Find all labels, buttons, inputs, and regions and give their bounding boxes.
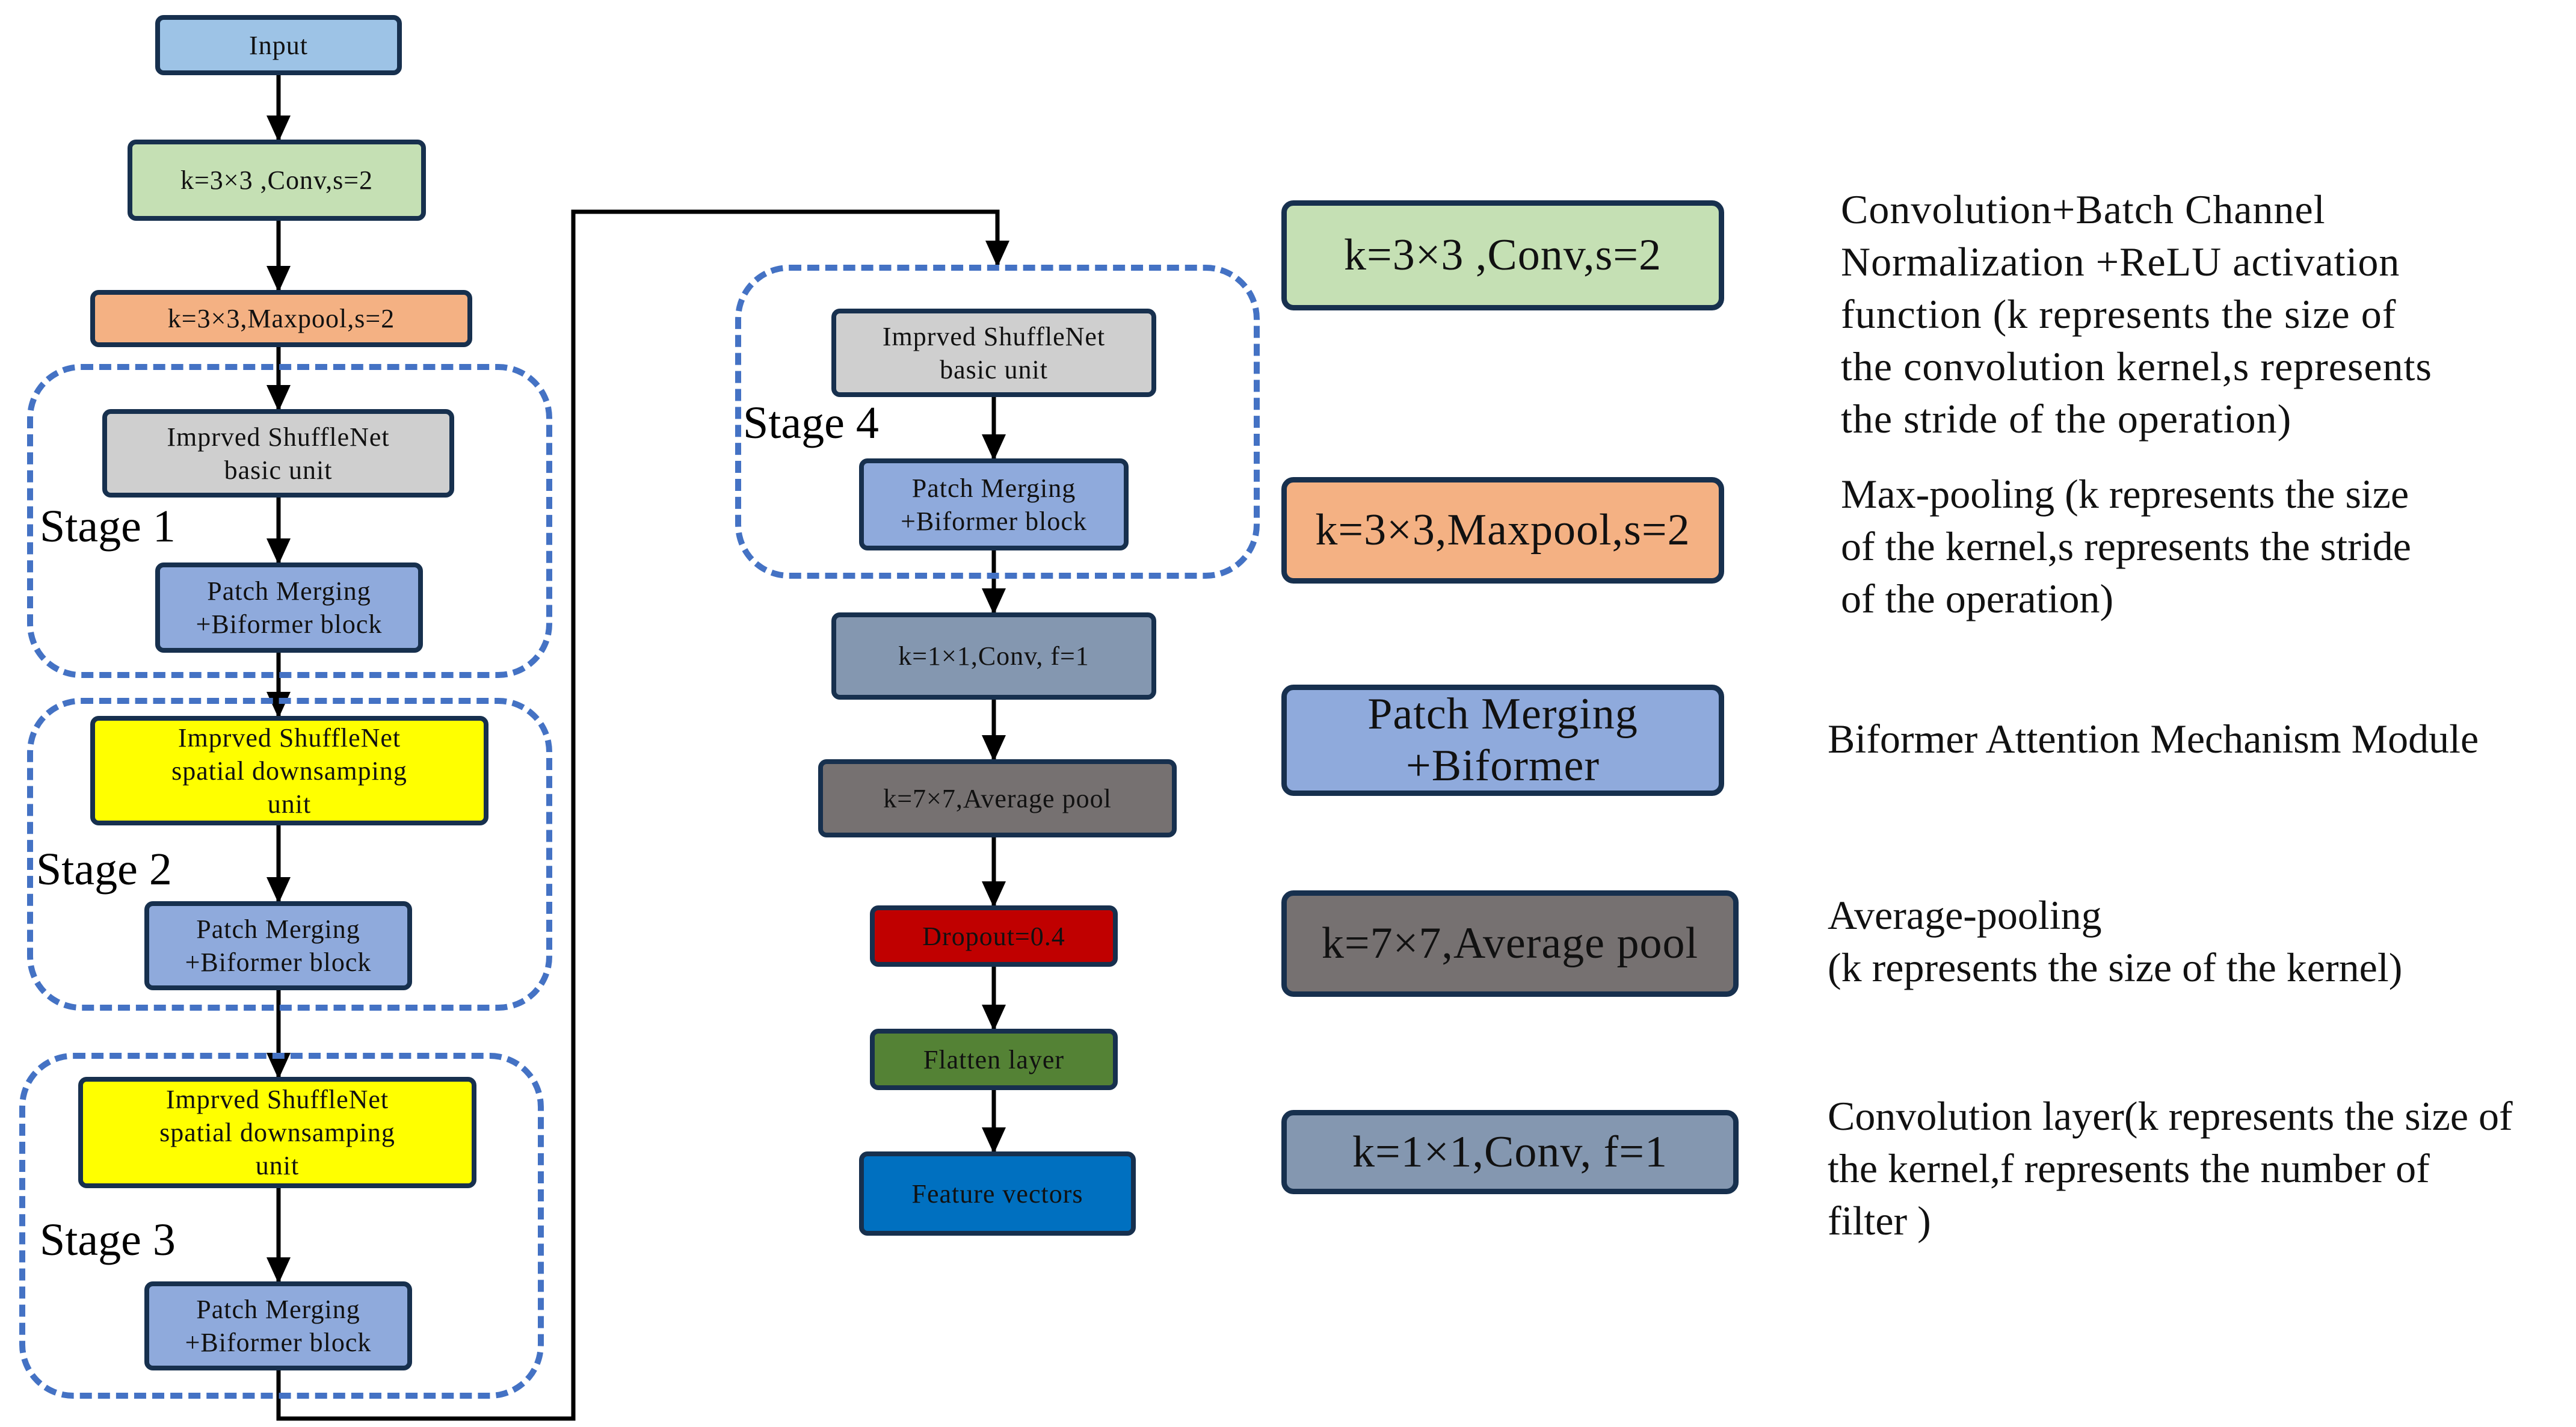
legend-patch-box: Patch Merging +Biformer (1281, 685, 1724, 796)
stage1-frame (27, 364, 552, 678)
dropout-node: Dropout=0.4 (870, 905, 1118, 967)
feature-vectors-node: Feature vectors (859, 1151, 1136, 1236)
avgpool-node: k=7×7,Average pool (818, 759, 1177, 837)
stage4-shufflenet-unit: Imprved ShuffleNet basic unit (831, 309, 1156, 397)
flatten-node: Flatten layer (870, 1029, 1118, 1090)
stage1-label: Stage 1 (40, 501, 176, 552)
legend-conv-desc: Convolution+Batch Channel Normalization … (1841, 186, 2432, 442)
stage3-shufflenet-downsampling: Imprved ShuffleNet spatial downsamping u… (78, 1077, 476, 1188)
stage1-shufflenet-unit: Imprved ShuffleNet basic unit (102, 409, 454, 498)
conv1x1-node: k=1×1,Conv, f=1 (831, 612, 1156, 700)
legend-maxpool-box: k=3×3,Maxpool,s=2 (1281, 477, 1724, 584)
legend-conv1x1-desc: Convolution layer(k represents the size … (1828, 1093, 2513, 1244)
stage3-patch-merging: Patch Merging +Biformer block (144, 1281, 412, 1370)
input-node: Input (155, 15, 402, 75)
legend-conv1x1-box: k=1×1,Conv, f=1 (1281, 1110, 1739, 1194)
stage1-patch-merging: Patch Merging +Biformer block (155, 562, 423, 653)
stage2-frame (27, 698, 552, 1011)
legend-avgpool-box: k=7×7,Average pool (1281, 890, 1739, 997)
legend-avgpool-desc: Average-pooling (k represents the size o… (1828, 892, 2403, 991)
stage4-label: Stage 4 (743, 398, 879, 448)
stage4-frame (735, 265, 1260, 579)
maxpool-node: k=3×3,Maxpool,s=2 (90, 290, 472, 347)
stage4-patch-merging: Patch Merging +Biformer block (859, 458, 1129, 550)
stage2-shufflenet-downsampling: Imprved ShuffleNet spatial downsamping u… (90, 716, 488, 825)
stage2-label: Stage 2 (36, 844, 172, 895)
arrow-stage3-to-stage4 (276, 209, 1009, 1421)
legend-maxpool-desc: Max-pooling (k represents the size of th… (1841, 471, 2411, 622)
stage2-patch-merging: Patch Merging +Biformer block (144, 901, 412, 990)
conv-node: k=3×3 ,Conv,s=2 (128, 140, 426, 221)
legend-patch-desc: Biformer Attention Mechanism Module (1828, 716, 2479, 762)
stage3-label: Stage 3 (40, 1215, 176, 1265)
legend-conv-box: k=3×3 ,Conv,s=2 (1281, 200, 1724, 310)
stage3-frame (19, 1053, 544, 1399)
